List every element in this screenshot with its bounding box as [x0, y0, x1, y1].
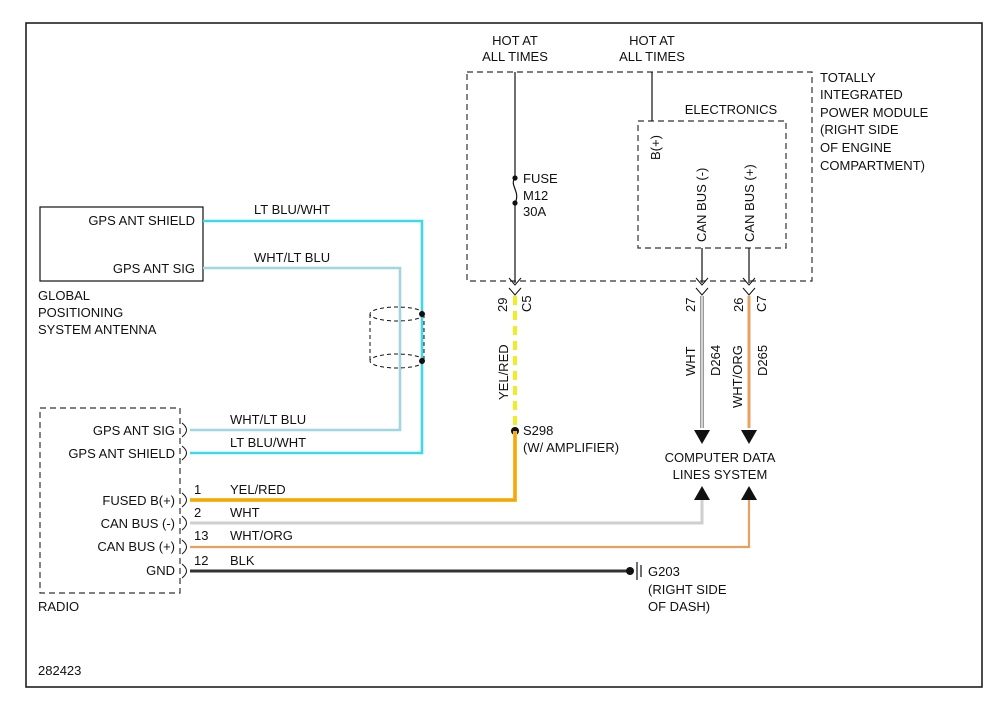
gps-shield-wire	[190, 219, 424, 455]
can-plus-label: CAN BUS (+)	[742, 164, 757, 242]
radio-box	[39, 407, 181, 594]
electronics-box	[637, 120, 787, 249]
ground-g203-symbol	[636, 562, 642, 580]
radio-pin-can-plus-terminal	[181, 539, 187, 555]
radio-pin-fused-bplus-terminal	[181, 492, 187, 508]
gps-antenna-box	[39, 206, 204, 282]
c5-connector-name: C5	[519, 295, 534, 312]
radio-can-minus-wire-label: WHT	[230, 505, 260, 520]
yel-red-fused-wire-tracer	[190, 431, 516, 501]
cdl-arrow-up-right	[741, 486, 757, 500]
tipm-label-line-2: INTEGRATED	[820, 87, 903, 102]
coax-shield-bottom	[369, 353, 425, 369]
splice-note: (W/ AMPLIFIER)	[523, 440, 619, 455]
gps-sig-wire	[190, 266, 402, 432]
yel-red-vertical-label: YEL/RED	[496, 344, 511, 400]
cdl-system-line-2: LINES SYSTEM	[673, 467, 768, 482]
radio-gps-shield-wire-label: LT BLU/WHT	[230, 435, 306, 450]
c7-connector-name: C7	[754, 295, 769, 312]
radio-pin-gps-shield-terminal	[181, 445, 187, 461]
radio-can-plus-wire-label: WHT/ORG	[230, 528, 293, 543]
gps-antenna-sig-label: GPS ANT SIG	[113, 261, 195, 276]
coax-shield-top	[369, 306, 425, 322]
diagram-id: 282423	[38, 663, 81, 678]
c7-pin26-connector-symbol	[742, 277, 756, 296]
can-minus-label: CAN BUS (-)	[694, 168, 709, 242]
radio-pin-gnd-terminal	[181, 563, 187, 579]
d265-label: D265	[755, 345, 770, 376]
c7-pin27-number: 27	[683, 298, 698, 312]
c5-connector-symbol	[508, 277, 522, 296]
bplus-label: B(+)	[648, 135, 663, 160]
all-times-label-left: ALL TIMES	[482, 49, 548, 64]
radio-gnd-wire-label: BLK	[230, 553, 255, 568]
radio-pin-gps-shield-label: GPS ANT SHIELD	[68, 446, 175, 461]
radio-name: RADIO	[38, 599, 79, 614]
ground-location-line-1: (RIGHT SIDE	[648, 582, 727, 597]
radio-pin-gps-sig-terminal	[181, 422, 187, 438]
outer-frame	[25, 22, 983, 688]
cdl-arrow-down-left	[694, 430, 710, 444]
ground-location-line-2: OF DASH)	[648, 599, 710, 614]
coax-shield-drain-dot-bottom	[419, 358, 425, 364]
fuse-symbol	[512, 177, 518, 204]
gps-sig-wire-label-top: WHT/LT BLU	[254, 250, 330, 265]
electronics-label: ELECTRONICS	[685, 102, 778, 117]
tipm-label-line-1: TOTALLY	[820, 70, 876, 85]
wht-org-vertical-label: WHT/ORG	[730, 345, 745, 408]
hot-at-label-right: HOT AT	[629, 33, 675, 48]
fuse-id: M12	[523, 188, 548, 203]
radio-pin-can-plus-label: CAN BUS (+)	[97, 539, 175, 554]
radio-pin-can-minus-label: CAN BUS (-)	[101, 516, 175, 531]
tipm-label-line-6: COMPARTMENT)	[820, 158, 925, 173]
cdl-system-line-1: COMPUTER DATA	[665, 450, 776, 465]
radio-gps-sig-wire-label: WHT/LT BLU	[230, 412, 306, 427]
gps-antenna-name-line-3: SYSTEM ANTENNA	[38, 322, 157, 337]
ground-g203-dot	[626, 567, 634, 575]
tipm-label-line-4: (RIGHT SIDE	[820, 122, 899, 137]
radio-pin-can-minus-number: 2	[194, 505, 201, 520]
gps-antenna-name-line-1: GLOBAL	[38, 288, 90, 303]
tipm-label-line-5: OF ENGINE	[820, 140, 892, 155]
c7-pin27-connector-symbol	[695, 277, 709, 296]
radio-pin-can-minus-terminal	[181, 515, 187, 531]
ground-name: G203	[648, 564, 680, 579]
coax-shield-drain-dot-top	[419, 311, 425, 317]
gps-shield-wire-label-top: LT BLU/WHT	[254, 202, 330, 217]
cdl-arrow-down-right	[741, 430, 757, 444]
radio-pin-gnd-number: 12	[194, 553, 208, 568]
fuse-rating: 30A	[523, 204, 546, 219]
wht-vertical-label: WHT	[683, 346, 698, 376]
fuse-name: FUSE	[523, 171, 558, 186]
c5-pin-number: 29	[495, 298, 510, 312]
gps-antenna-shield-label: GPS ANT SHIELD	[88, 213, 195, 228]
radio-pin-fused-bplus-label: FUSED B(+)	[102, 493, 175, 508]
tipm-label-line-3: POWER MODULE	[820, 105, 929, 120]
radio-fused-bplus-wire-label: YEL/RED	[230, 482, 286, 497]
c7-pin26-number: 26	[731, 298, 746, 312]
all-times-label-right: ALL TIMES	[619, 49, 685, 64]
wht-org-can-plus-wire	[190, 500, 751, 549]
gps-antenna-name-line-2: POSITIONING	[38, 305, 123, 320]
splice-name: S298	[523, 423, 553, 438]
radio-pin-gnd-label: GND	[146, 563, 175, 578]
tipm-box	[466, 71, 813, 282]
radio-pin-fused-bplus-number: 1	[194, 482, 201, 497]
wht-can-minus-wire	[190, 500, 704, 525]
radio-pin-gps-sig-label: GPS ANT SIG	[93, 423, 175, 438]
cdl-arrow-up-left	[694, 486, 710, 500]
radio-pin-can-plus-number: 13	[194, 528, 208, 543]
hot-at-label-left: HOT AT	[492, 33, 538, 48]
d264-label: D264	[708, 345, 723, 376]
